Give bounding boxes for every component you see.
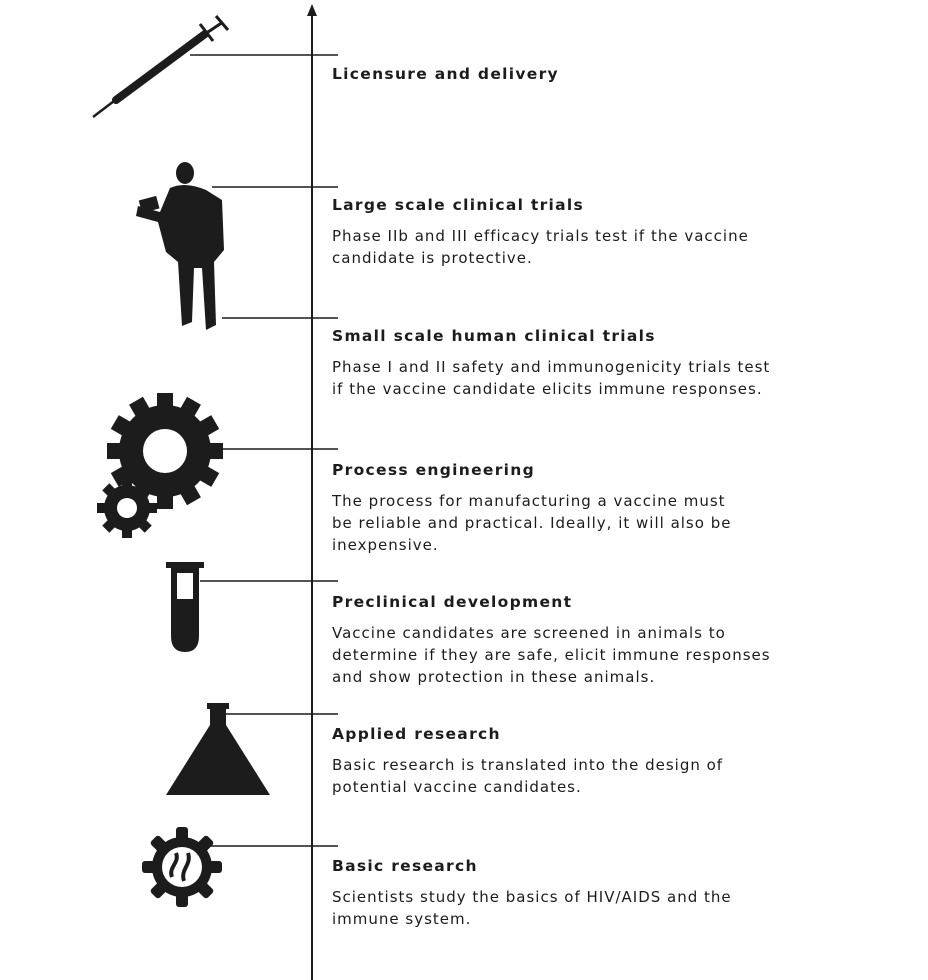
stage-applied-research: Applied research Basic research is trans… xyxy=(332,724,922,798)
stage-description: Phase IIb and III efficacy trials test i… xyxy=(332,227,749,267)
stage-title: Licensure and delivery xyxy=(332,65,559,83)
stage-title: Large scale clinical trials xyxy=(332,196,585,214)
stage-description: The process for manufacturing a vaccine … xyxy=(332,492,732,554)
stage-process-engineering: Process engineering The process for manu… xyxy=(332,460,922,556)
virus-icon xyxy=(142,827,222,907)
person-silhouette-icon xyxy=(136,162,224,330)
stage-description: Phase I and II safety and immunogenicity… xyxy=(332,358,771,398)
stage-title: Small scale human clinical trials xyxy=(332,327,656,345)
stage-small-scale-human-clinical-trials: Small scale human clinical trials Phase … xyxy=(332,326,922,400)
stage-large-scale-clinical-trials: Large scale clinical trials Phase IIb an… xyxy=(332,195,922,269)
flask-icon xyxy=(166,703,270,795)
stage-description: Vaccine candidates are screened in anima… xyxy=(332,624,771,686)
stage-basic-research: Basic research Scientists study the basi… xyxy=(332,856,922,930)
test-tube-icon xyxy=(166,562,204,652)
stage-title: Process engineering xyxy=(332,461,536,479)
stage-title: Applied research xyxy=(332,725,501,743)
connector-lines xyxy=(190,54,338,847)
syringe-icon xyxy=(92,15,230,118)
stage-description: Scientists study the basics of HIV/AIDS … xyxy=(332,888,732,928)
stage-title: Basic research xyxy=(332,857,478,875)
stage-description: Basic research is translated into the de… xyxy=(332,756,724,796)
timeline-arrow-icon xyxy=(307,4,317,16)
stage-licensure-and-delivery: Licensure and delivery xyxy=(332,64,922,84)
stage-title: Preclinical development xyxy=(332,593,573,611)
gears-icon xyxy=(97,393,223,538)
stage-preclinical-development: Preclinical development Vaccine candidat… xyxy=(332,592,922,688)
